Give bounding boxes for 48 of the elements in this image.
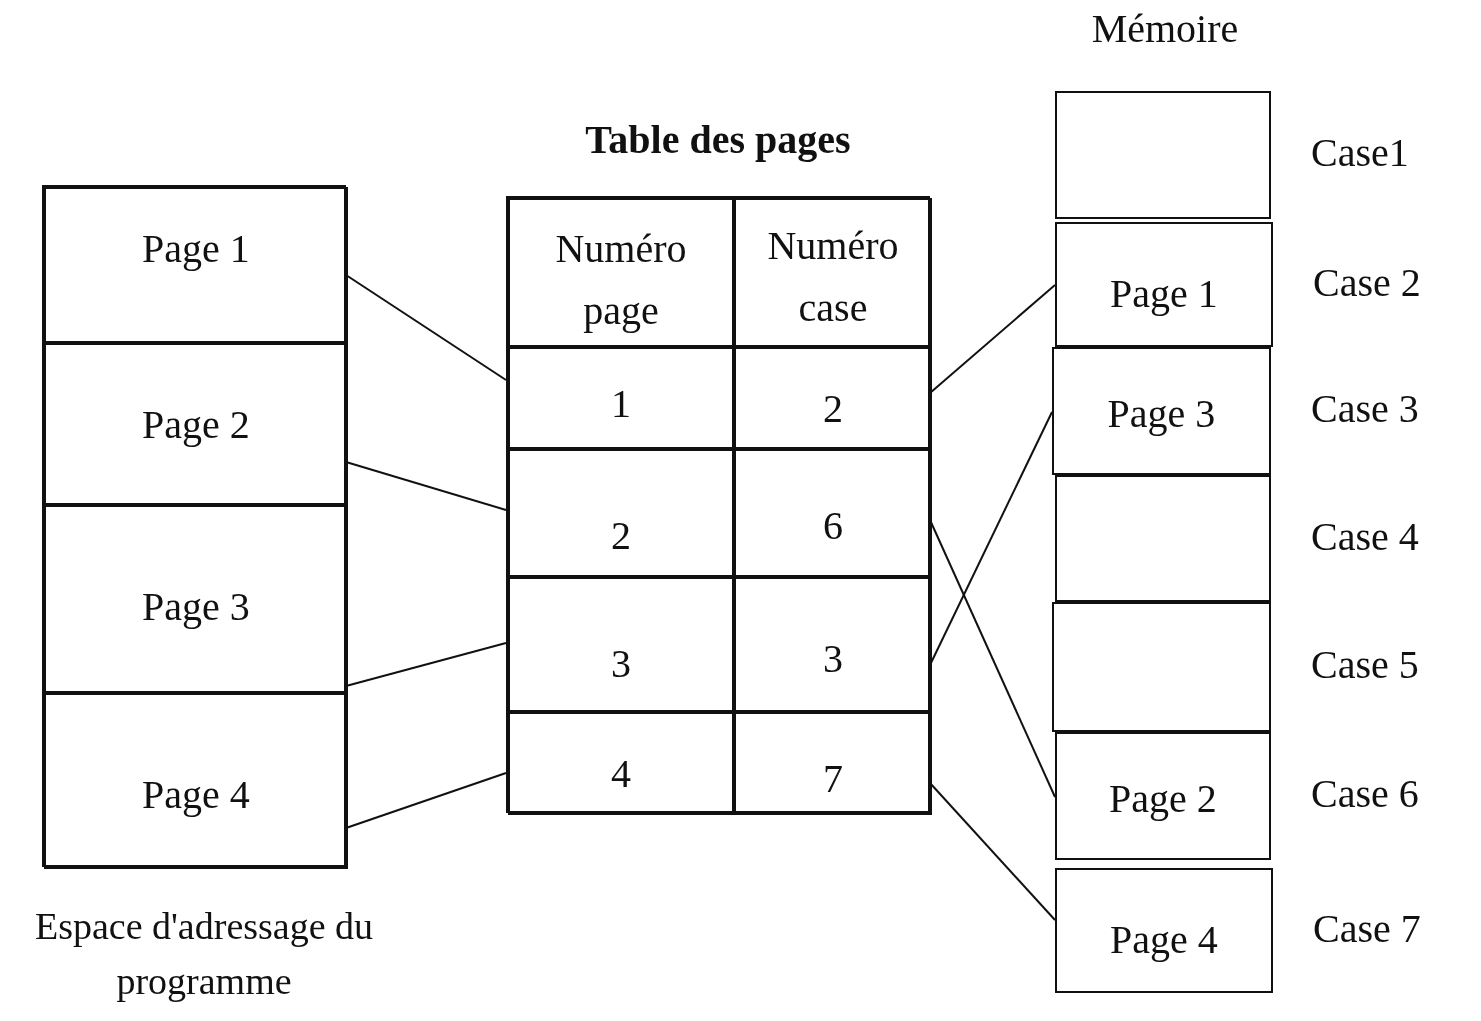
slot-label: Case 7 xyxy=(1313,904,1421,952)
connector-line xyxy=(345,274,507,381)
slot-label: Case 4 xyxy=(1311,512,1419,560)
cell-text: Page 1 xyxy=(141,225,251,273)
connector-line xyxy=(929,284,1056,394)
memory-title: Mémoire xyxy=(1090,5,1240,52)
table-cell xyxy=(508,198,734,347)
connector-line xyxy=(345,461,507,511)
table-cell xyxy=(734,347,932,449)
cell-text: Numéro case xyxy=(766,222,900,332)
connector-line xyxy=(345,642,507,687)
cell-text: 7 xyxy=(822,755,844,803)
cell-text: Page 3 xyxy=(1106,390,1217,438)
page-box xyxy=(44,187,348,343)
node-label: Espace d'adressage du programme xyxy=(33,904,375,1005)
page-box xyxy=(44,505,348,693)
table-cell xyxy=(508,347,734,449)
slot-label: Case 3 xyxy=(1311,385,1419,432)
cell-text: 3 xyxy=(610,640,632,688)
cell-text: 4 xyxy=(610,750,632,798)
table-cell xyxy=(508,577,734,712)
page-box xyxy=(44,693,348,869)
cell-text: 3 xyxy=(822,635,844,683)
cell-text: 2 xyxy=(610,512,632,560)
cell-text: 1 xyxy=(610,380,632,428)
table-cell xyxy=(508,449,734,577)
cell-text: Page 3 xyxy=(141,583,251,631)
table-cell xyxy=(734,577,932,712)
connector-line xyxy=(929,782,1056,921)
cell-text: Numéro page xyxy=(554,225,688,335)
table-title: Table des pages xyxy=(584,116,852,163)
cell-text: Page 2 xyxy=(1108,775,1218,823)
slot-label: Case 5 xyxy=(1311,641,1419,688)
cell-text: Page 4 xyxy=(141,771,251,819)
cell-text: 6 xyxy=(822,502,844,550)
cell-text: Page 4 xyxy=(1109,916,1219,964)
table-cell xyxy=(734,198,932,347)
page-box xyxy=(44,343,348,505)
cell-text: 2 xyxy=(822,385,844,433)
cell-text: Page 1 xyxy=(1109,270,1219,318)
table-cell xyxy=(508,712,734,815)
table-cell xyxy=(734,449,932,577)
slot-label: Case1 xyxy=(1311,129,1409,176)
connector-line xyxy=(345,772,507,829)
cell-text: Page 2 xyxy=(141,401,251,449)
slot-label: Case 2 xyxy=(1313,258,1421,306)
slot-label: Case 6 xyxy=(1311,770,1419,817)
table-cell xyxy=(734,712,932,815)
